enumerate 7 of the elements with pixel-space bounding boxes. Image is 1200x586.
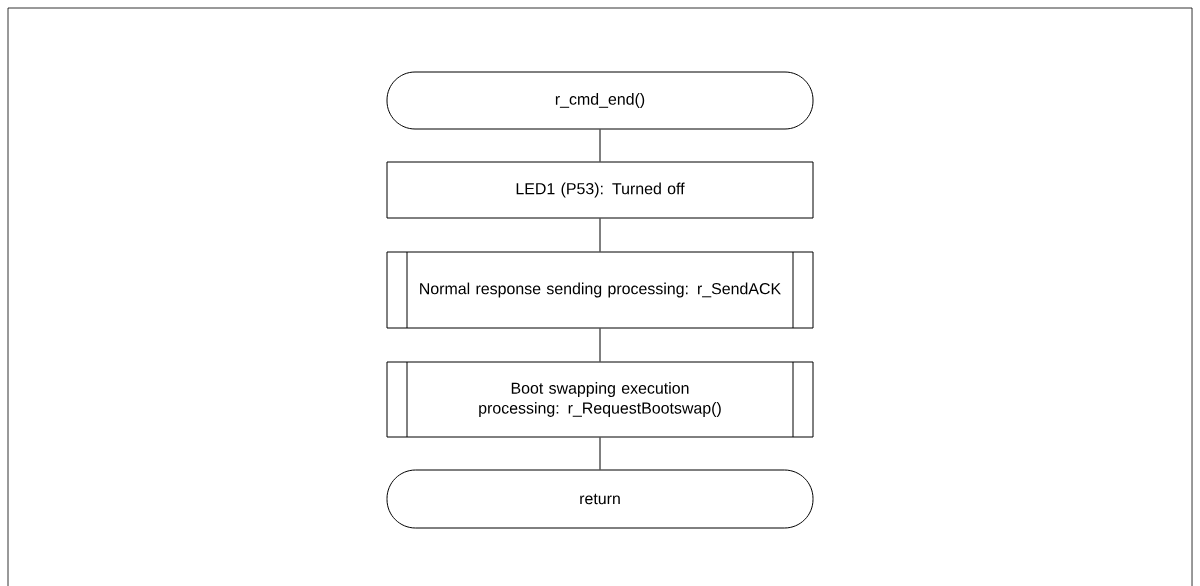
connector-line bbox=[599, 437, 601, 470]
process-box: LED1 (P53): Turned off bbox=[386, 161, 814, 219]
connector-line bbox=[599, 328, 601, 362]
subroutine-box: Normal response sending processing: r_SendACK bbox=[386, 251, 814, 329]
subroutine-box: Boot swapping execution processing: r_RequestBootswap() bbox=[386, 361, 814, 438]
connector-line bbox=[599, 129, 601, 162]
connector-line bbox=[599, 218, 601, 252]
